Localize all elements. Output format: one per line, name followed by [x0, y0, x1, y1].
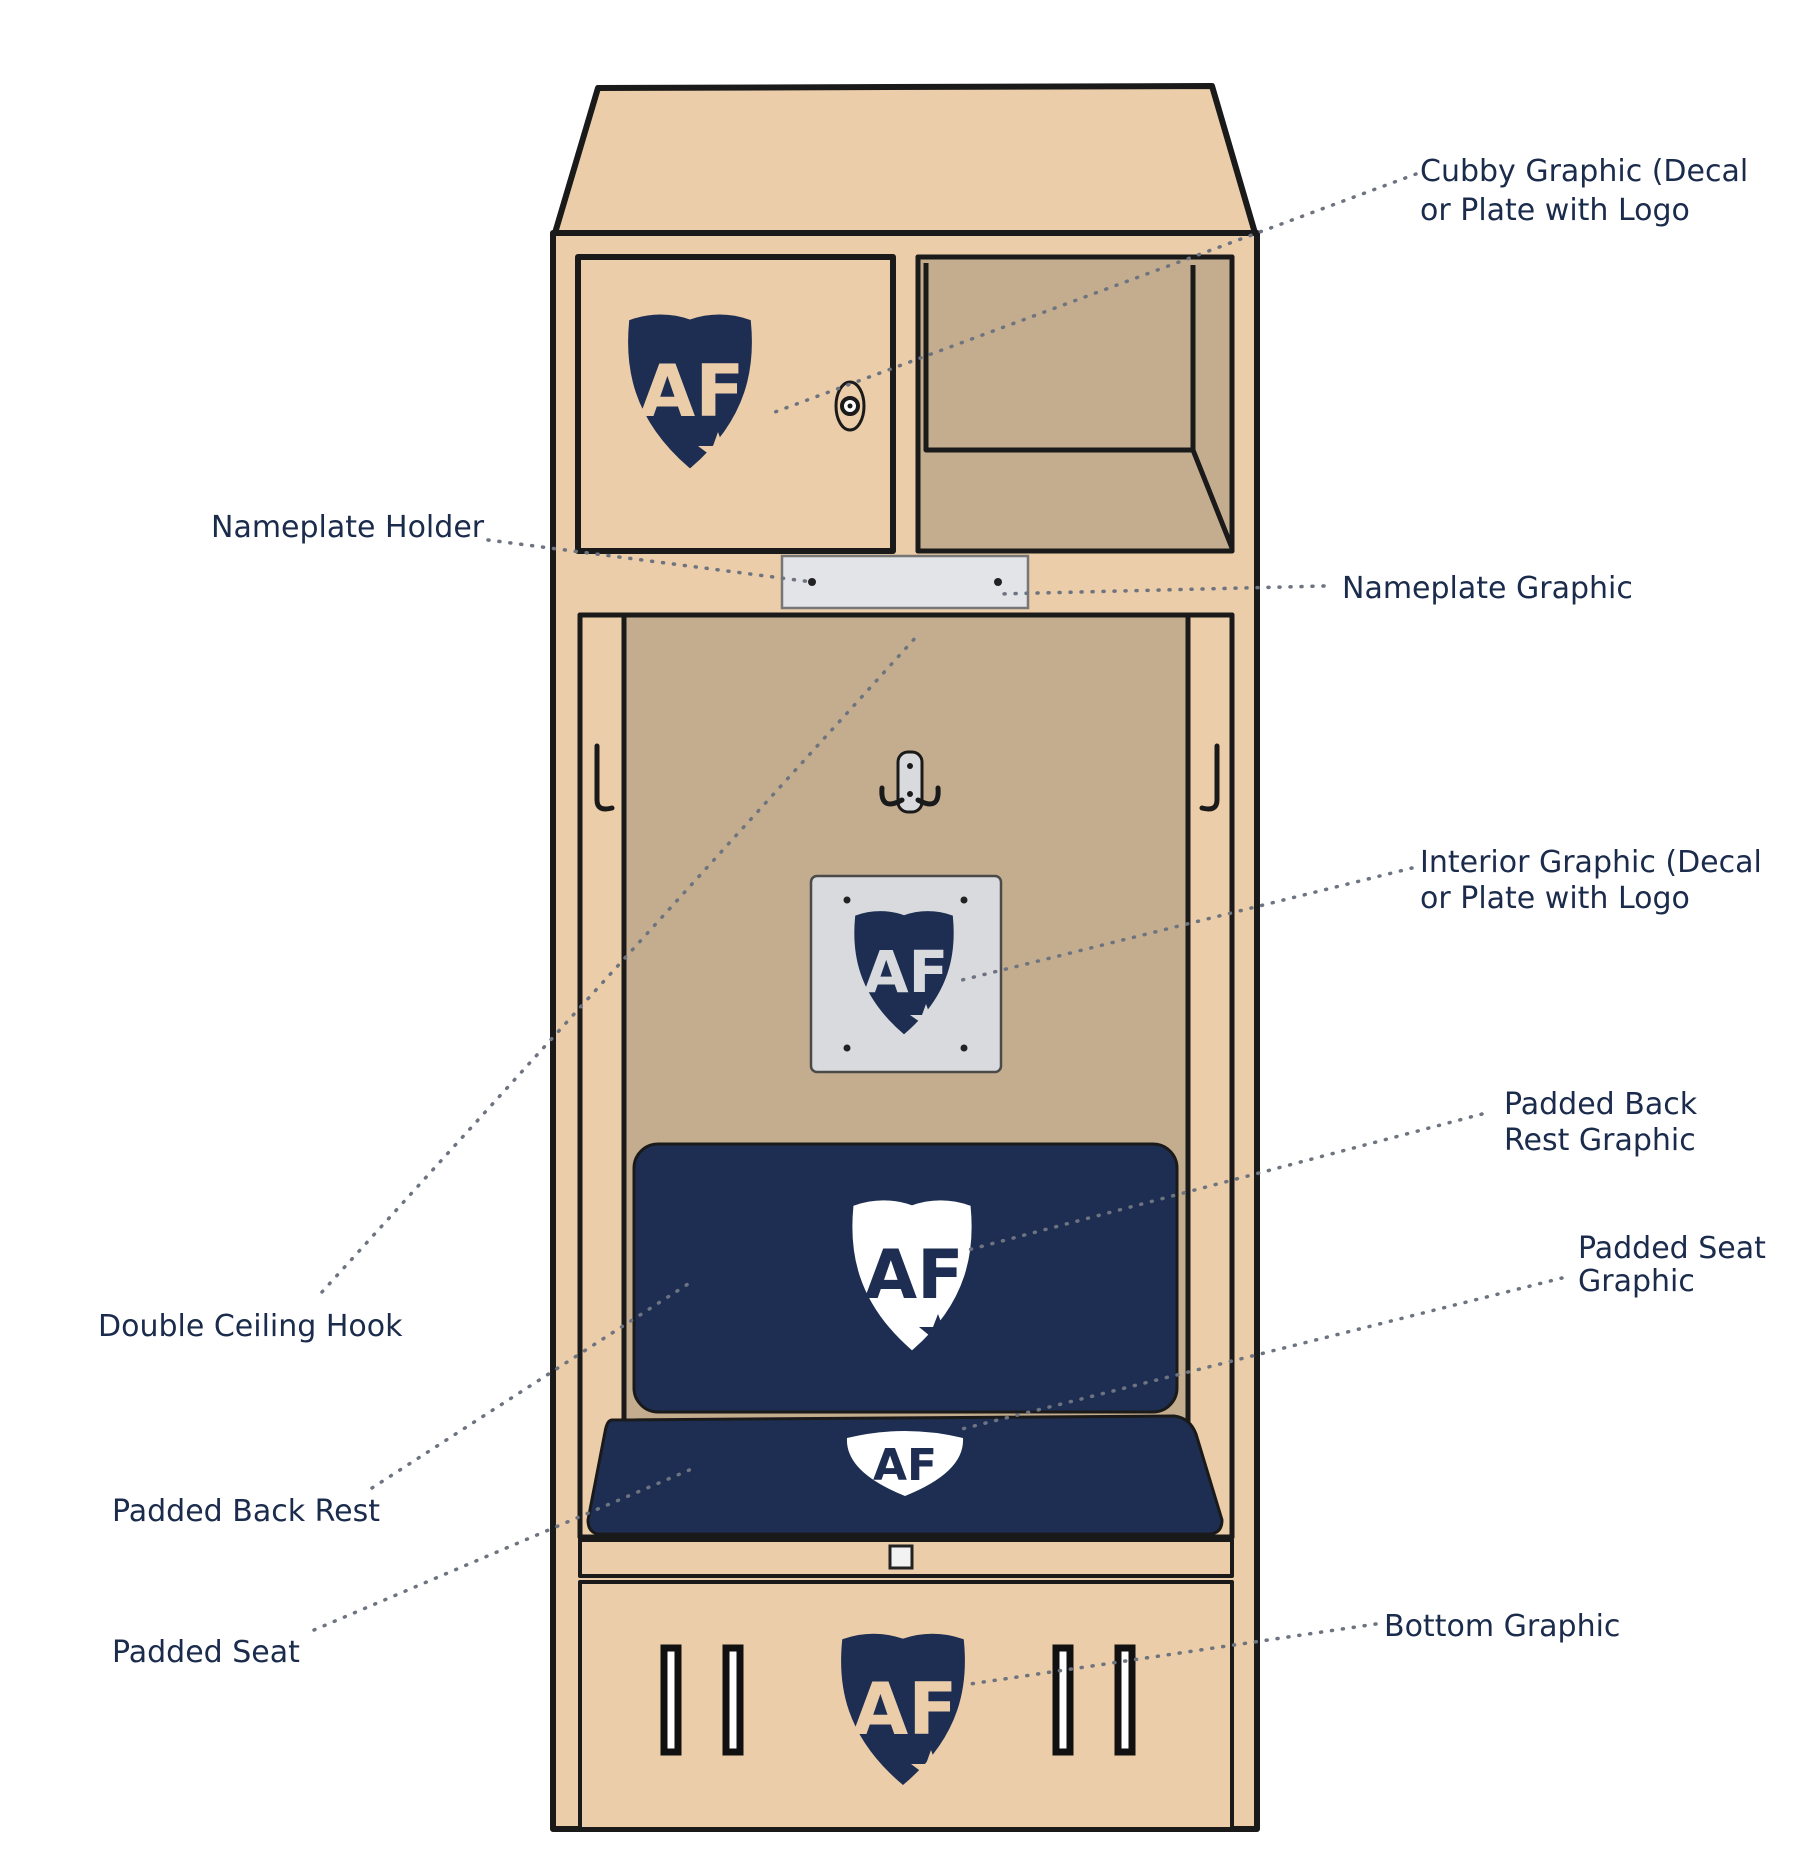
- padded-seat-label: Padded Seat: [112, 1635, 300, 1670]
- vent-slot: [660, 1644, 682, 1756]
- padded-seat: AF: [586, 1414, 1224, 1536]
- vent-slot: [1114, 1644, 1136, 1756]
- vent-slot: [1052, 1644, 1074, 1756]
- leader-interior-graphic: [960, 866, 1414, 982]
- bottom-logo-star-icon: [911, 1750, 951, 1787]
- back-rest-graphic-label-line2: Rest Graphic: [1504, 1123, 1696, 1158]
- interior-graphic-label-line2: or Plate with Logo: [1420, 881, 1690, 916]
- lock-icon[interactable]: [834, 380, 866, 432]
- locker: AF: [550, 83, 1260, 1832]
- interior-graphic-label-line1: Interior Graphic (Decal: [1420, 845, 1762, 880]
- interior-logo-text: AF: [864, 938, 949, 1006]
- padded-back-rest: AF: [632, 1142, 1179, 1414]
- nameplate-holder: [780, 554, 1030, 610]
- cubby-logo: AF: [630, 317, 750, 469]
- cubby-logo-star-icon: [698, 432, 738, 469]
- bottom-graphic-label: Bottom Graphic: [1384, 1609, 1620, 1644]
- leader-nameplate-graphic: [996, 584, 1326, 596]
- cubby-graphic-label-line1: Cubby Graphic (Decal: [1420, 154, 1748, 189]
- padded-back-rest-label: Padded Back Rest: [112, 1494, 380, 1529]
- leader-nameplate-holder: [486, 538, 814, 584]
- leader-back-rest: [370, 1282, 690, 1490]
- leader-bottom-graphic: [968, 1622, 1378, 1686]
- seat-latch[interactable]: [888, 1544, 914, 1570]
- vent-slot: [722, 1644, 744, 1756]
- back-rest-logo-star-icon: [919, 1314, 957, 1349]
- leader-lines: [312, 172, 1564, 1686]
- leader-ceiling-hook: [320, 634, 919, 1294]
- locker-top-panel: [552, 83, 1258, 236]
- back-rest-graphic-label-line1: Padded Back: [1504, 1087, 1698, 1122]
- ceiling-hook-icon: [879, 750, 941, 814]
- seat-graphic-label-line2: Graphic: [1578, 1264, 1695, 1299]
- nameplate-graphic-label: Nameplate Graphic: [1342, 571, 1633, 606]
- side-hook-icon: [1199, 743, 1220, 812]
- callout-labels: Cubby Graphic (Decal or Plate with Logo …: [98, 154, 1766, 1670]
- side-hook-icon: [594, 743, 615, 812]
- nameplate-screw-left: [808, 578, 816, 586]
- interior-logo-star-icon: [910, 1004, 942, 1033]
- interior-logo: AF: [854, 911, 954, 1034]
- leader-back-rest-graphic: [966, 1112, 1484, 1252]
- open-cubby: [915, 254, 1235, 554]
- bottom-logo-text: AF: [853, 1667, 958, 1751]
- cubby-logo-text: AF: [640, 349, 745, 433]
- leader-seat-graphic: [956, 1276, 1564, 1432]
- back-rest-logo-text: AF: [864, 1236, 963, 1315]
- nameplate-holder-label: Nameplate Holder: [211, 510, 485, 545]
- leader-cubby-graphic: [773, 172, 1418, 414]
- double-ceiling-hook-label: Double Ceiling Hook: [98, 1309, 403, 1344]
- seat-logo: AF: [846, 1431, 964, 1496]
- seat-logo-text: AF: [873, 1440, 937, 1491]
- back-rest-logo: AF: [852, 1200, 972, 1350]
- cubby-graphic-label-line2: or Plate with Logo: [1420, 193, 1690, 228]
- interior-plate: AF: [809, 874, 1003, 1074]
- seat-graphic-label-line1: Padded Seat: [1578, 1231, 1766, 1266]
- bottom-logo: AF: [843, 1636, 963, 1787]
- nameplate-screw-right: [994, 578, 1002, 586]
